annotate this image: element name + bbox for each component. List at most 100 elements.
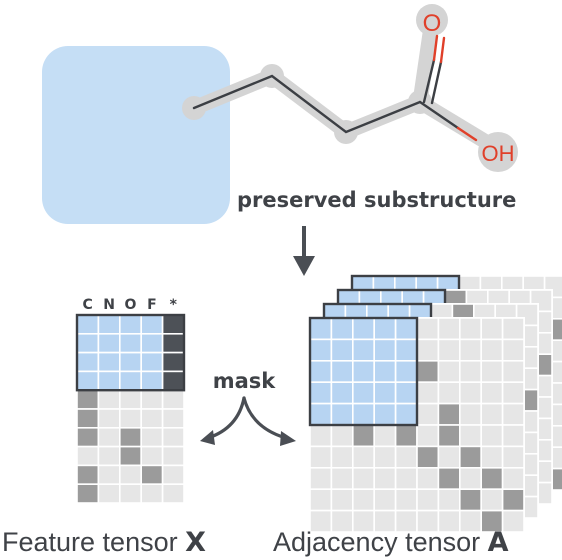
adjacency-cell [351, 338, 375, 362]
adjacency-cell [458, 402, 482, 426]
adjacency-cell [458, 488, 482, 512]
adjacency-cell [351, 424, 375, 448]
adjacency-cell [394, 338, 418, 362]
feature-cell [119, 445, 143, 467]
feature-cell [97, 314, 121, 335]
adjacency-cell [373, 445, 397, 469]
feature-cell [140, 332, 164, 354]
adjacency-cell [394, 359, 418, 383]
adjacency-cell [480, 445, 504, 469]
feature-column-header: * [170, 297, 178, 313]
feature-cell [161, 426, 185, 448]
adjacency-cell [309, 381, 333, 405]
adjacency-cell [458, 381, 482, 405]
feature-cell [76, 332, 100, 354]
adjacency-cell [416, 466, 440, 490]
mask-arrows [206, 396, 288, 440]
adjacency-cell [437, 402, 461, 426]
adjacency-cell [373, 359, 397, 383]
feature-cell [76, 351, 100, 373]
adjacency-cell [480, 466, 504, 490]
feature-cell [140, 483, 164, 504]
adjacency-cell [416, 424, 440, 448]
adjacency-cell [480, 488, 504, 512]
feature-cell [161, 370, 185, 391]
feature-cell [76, 389, 100, 410]
feature-cell [97, 464, 121, 485]
adjacency-cell [501, 359, 525, 383]
down-arrow-icon [293, 226, 315, 276]
adjacency-cell [437, 381, 461, 405]
adjacency-cell [309, 466, 333, 490]
feature-cell [97, 389, 121, 410]
adjacency-cell [309, 359, 333, 383]
feature-cell [140, 370, 164, 391]
adjacency-cell [373, 424, 397, 448]
adjacency-cell [351, 359, 375, 383]
preserved-substructure-box [42, 46, 230, 224]
hydroxyl-label: OH [482, 141, 515, 166]
feature-cell [76, 426, 100, 448]
adjacency-cell [480, 424, 504, 448]
adjacency-layer [308, 316, 525, 533]
adjacency-cell [437, 466, 461, 490]
adjacency-cell [480, 317, 504, 341]
feature-cell [140, 408, 164, 429]
adjacency-cell [309, 402, 333, 426]
feature-cell [119, 314, 143, 335]
adjacency-cell [501, 402, 525, 426]
feature-cell [119, 351, 143, 373]
adjacency-cell [416, 359, 440, 383]
adjacency-cell [480, 402, 504, 426]
adjacency-cell [416, 445, 440, 469]
feature-cell [97, 370, 121, 391]
feature-cell [97, 332, 121, 354]
adjacency-cell [351, 466, 375, 490]
feature-cell [140, 464, 164, 485]
mask-arrow-right-icon [280, 431, 296, 446]
feature-cell [140, 389, 164, 410]
adjacency-tensor-text: Adjacency tensor [273, 527, 488, 557]
adjacency-cell [501, 317, 525, 341]
feature-cell [119, 370, 143, 391]
oxygen-label: O [423, 10, 442, 37]
adjacency-cell [330, 317, 354, 341]
feature-cell [119, 408, 143, 429]
feature-cell [76, 464, 100, 485]
bonds [192, 58, 460, 134]
adjacency-cell [373, 466, 397, 490]
feature-cell [76, 483, 100, 504]
feature-cell [119, 426, 143, 448]
feature-cell [161, 408, 185, 429]
adjacency-cell [501, 509, 525, 533]
adjacency-cell [458, 445, 482, 469]
feature-preserved-outline [75, 313, 186, 392]
feature-column-header: F [147, 297, 157, 313]
adjacency-cell [501, 424, 525, 448]
adjacency-cell [373, 488, 397, 512]
feature-cell [119, 332, 143, 354]
adjacency-cell [309, 338, 333, 362]
adjacency-cell [416, 402, 440, 426]
feature-cell [119, 389, 143, 410]
adjacency-cell [394, 466, 418, 490]
adjacency-cell [416, 338, 440, 362]
adjacency-cell [480, 338, 504, 362]
feature-cell [161, 351, 185, 373]
adjacency-cell [394, 317, 418, 341]
adjacency-cell [458, 424, 482, 448]
adjacency-cell [480, 359, 504, 383]
adjacency-cell [501, 445, 525, 469]
adjacency-cell [330, 338, 354, 362]
adjacency-cell [394, 381, 418, 405]
feature-cell [97, 426, 121, 448]
preserved-substructure-label: preserved substructure [237, 188, 516, 212]
adjacency-cell [437, 488, 461, 512]
feature-cell [76, 314, 100, 335]
feature-cell [161, 332, 185, 354]
adjacency-tensor-symbol: A [488, 527, 509, 558]
feature-tensor-text: Feature tensor [2, 527, 185, 557]
adjacency-cell [373, 338, 397, 362]
feature-cell [76, 370, 100, 391]
adjacency-cell [309, 424, 333, 448]
